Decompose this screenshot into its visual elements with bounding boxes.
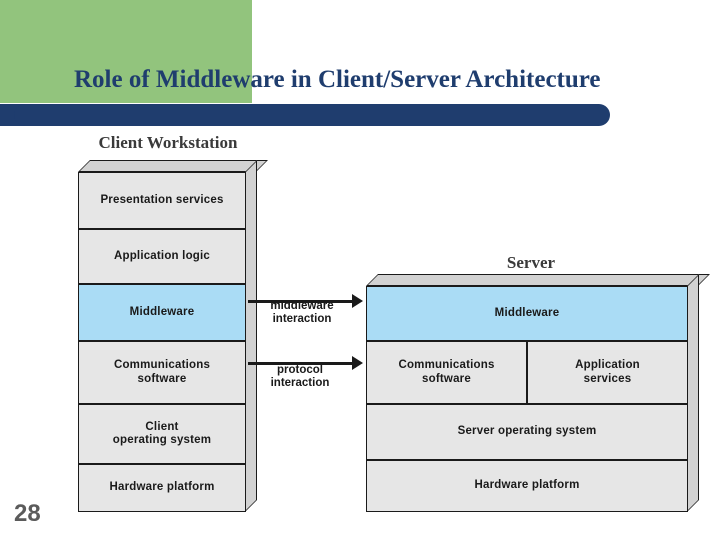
client-layer-client-operating-system: Client operating system [78,404,246,464]
client-layer-middleware: Middleware [78,284,246,341]
middleware-interaction-arrow-line [248,300,354,303]
middleware-interaction-label: middleware interaction [270,300,334,326]
server-layer-4-label: Hardware platform [474,479,580,492]
server-layer-0-label: Middleware [494,306,560,319]
client-layer-3-label: Communications software [113,359,211,385]
page-number: 28 [14,500,41,527]
server-layer-3-label: Server operating system [457,425,597,438]
client-stack-top-face [78,160,268,172]
client-layer-2-label: Middleware [129,305,195,318]
decorative-green-block [0,0,252,103]
decorative-blue-bar [14,104,610,126]
client-layer-5-label: Hardware platform [109,481,215,494]
server-layer-middleware: Middleware [366,286,688,341]
server-stack-side-face [687,274,699,512]
middleware-interaction-arrow-head [352,294,363,308]
client-stack-side-face [245,160,257,512]
protocol-interaction-arrow-line [248,362,354,365]
protocol-interaction-label: protocol interaction [270,364,330,390]
client-layer-0-label: Presentation services [100,193,224,206]
protocol-interaction-arrow-head [352,356,363,370]
server-layer-communications-software: Communications software [366,341,527,404]
client-layer-1-label: Application logic [113,249,211,262]
server-layer-server-operating-system: Server operating system [366,404,688,460]
server-stack-label: Server [506,253,556,272]
server-layer-1-label: Communications software [398,359,495,385]
client-layer-presentation-services: Presentation services [78,172,246,229]
client-layer-hardware-platform: Hardware platform [78,464,246,512]
server-layer-application-services: Application services [527,341,688,404]
server-layer-hardware-platform: Hardware platform [366,460,688,512]
server-layer-2-label: Application services [575,359,640,385]
client-layer-application-logic: Application logic [78,229,246,284]
client-stack-label: Client Workstation [98,133,238,152]
client-layer-communications-software: Communications software [78,341,246,404]
client-layer-4-label: Client operating system [112,420,212,446]
page-title: Role of Middleware in Client/Server Arch… [74,66,601,93]
server-stack-top-face [366,274,710,286]
